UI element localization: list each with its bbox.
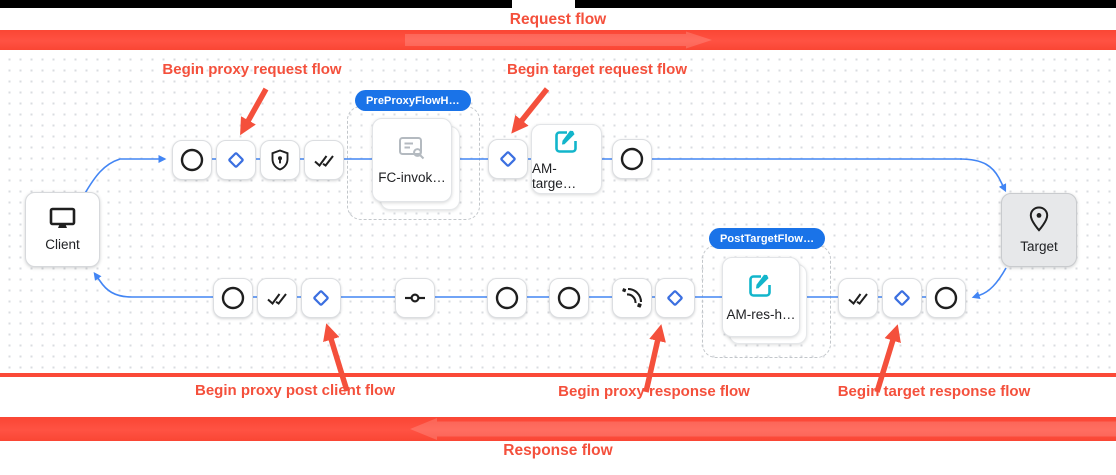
pre-proxy-flow-badge[interactable]: PreProxyFlowH… [355, 90, 471, 111]
step-node-diamond[interactable] [301, 278, 341, 318]
step-node-connector[interactable] [395, 278, 435, 318]
am-res-card[interactable]: AM-res-h… [722, 257, 800, 337]
circle-icon [495, 286, 519, 310]
step-node-diamond[interactable] [655, 278, 695, 318]
diamond-icon [894, 290, 910, 306]
client-node[interactable]: Client [25, 192, 100, 267]
circle-icon [934, 286, 958, 310]
diamond-icon [500, 151, 516, 167]
canvas-bottom-red-border [0, 373, 1116, 377]
am-target-label: AM-targe… [532, 160, 577, 191]
step-node-circle[interactable] [549, 278, 589, 318]
step-node-diamond[interactable] [216, 140, 256, 180]
double-check-icon [314, 155, 334, 167]
step-node-diamond[interactable] [882, 278, 922, 318]
circle-icon [180, 148, 204, 172]
annotation-proxy-request-label: Begin proxy request flow [162, 61, 342, 78]
diamond-icon [313, 290, 329, 306]
annotation-proxy-post-client-label: Begin proxy post client flow [194, 382, 396, 399]
am-res-label: AM-res-h… [726, 307, 796, 322]
diamond-icon [667, 290, 683, 306]
flow-callout-icon [399, 137, 425, 160]
step-node-double-check[interactable] [838, 278, 878, 318]
step-node-circle[interactable] [612, 139, 652, 179]
step-node-diamond[interactable] [488, 139, 528, 179]
circle-icon [557, 286, 581, 310]
request-flow-banner-label: Request flow [509, 11, 607, 28]
annotation-target-response-label: Begin target response flow [837, 383, 1031, 400]
target-node[interactable]: Target [1001, 193, 1077, 267]
shield-lock-icon [271, 149, 289, 171]
step-node-circle[interactable] [487, 278, 527, 318]
top-black-bar-left [0, 0, 512, 8]
annotation-target-request-label: Begin target request flow [506, 61, 688, 78]
step-node-double-check[interactable] [257, 278, 297, 318]
diamond-icon [228, 152, 244, 168]
step-node-circle[interactable] [926, 278, 966, 318]
am-target-card[interactable]: AM-targe… [531, 124, 602, 194]
annotation-proxy-response-label: Begin proxy response flow [558, 383, 750, 400]
monitor-icon [49, 207, 76, 228]
fc-invoke-label: FC-invok… [378, 170, 446, 185]
step-node-circle[interactable] [172, 140, 212, 180]
step-node-double-check[interactable] [304, 140, 344, 180]
client-label: Client [45, 237, 80, 252]
step-node-circle[interactable] [213, 278, 253, 318]
target-label: Target [1020, 239, 1058, 254]
response-flow-band [0, 417, 1116, 441]
step-node-signal[interactable] [612, 278, 652, 318]
double-check-icon [848, 293, 868, 305]
assign-message-icon [749, 274, 771, 297]
step-connector-icon [405, 293, 425, 303]
circle-icon [221, 286, 245, 310]
response-flow-banner-label: Response flow [503, 442, 613, 459]
double-check-icon [267, 293, 287, 305]
post-target-flow-badge[interactable]: PostTargetFlow… [709, 228, 826, 249]
circle-icon [620, 147, 644, 171]
top-black-bar-right [575, 0, 1116, 8]
request-flow-band [0, 30, 1116, 50]
flow-editor-canvas[interactable] [0, 50, 1116, 373]
fc-invoke-card[interactable]: FC-invok… [372, 118, 452, 202]
assign-message-icon [554, 130, 577, 153]
signal-icon [622, 287, 643, 308]
location-pin-icon [1029, 206, 1049, 232]
step-node-shield[interactable] [260, 140, 300, 180]
